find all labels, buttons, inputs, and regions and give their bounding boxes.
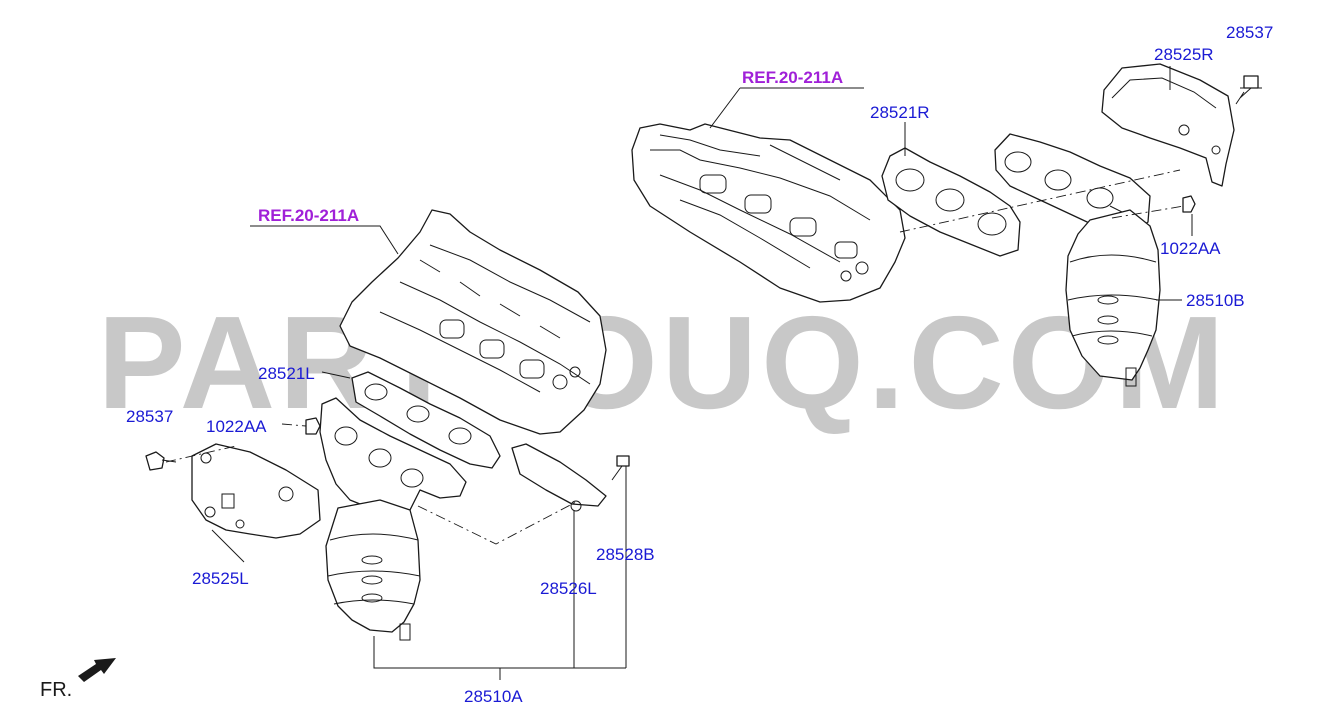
centerline-bracket [417, 501, 577, 545]
leader-catalytic-left [373, 636, 626, 680]
arrow-front-icon [78, 658, 116, 682]
bracket-left[interactable] [511, 443, 607, 512]
leader-heat-shield-left [211, 529, 245, 563]
heat-shield-right[interactable] [1101, 63, 1235, 187]
catalytic-converter-left[interactable] [325, 499, 421, 641]
bolt-left[interactable] [145, 451, 177, 471]
nut-left[interactable] [305, 417, 321, 435]
bracket-bolt[interactable] [611, 455, 630, 481]
ref-label-left[interactable]: REF.20-211A [258, 206, 359, 225]
cylinder-head-left[interactable] [339, 209, 607, 435]
cylinder-head-upper[interactable] [631, 123, 906, 303]
part-label-28510B[interactable]: 28510B [1186, 291, 1245, 310]
catalytic-converter-right[interactable] [1065, 209, 1161, 387]
leader-ref-left [250, 225, 399, 255]
front-orientation-label: FR. [40, 679, 72, 701]
ref-label-upper[interactable]: REF.20-211A [742, 68, 843, 87]
leader-ref-upper [709, 87, 864, 129]
nut-right[interactable] [1182, 195, 1196, 213]
part-label-28537-left[interactable]: 28537 [126, 407, 173, 426]
part-label-28526L[interactable]: 28526L [540, 579, 597, 598]
centerline-left-bolt [165, 445, 237, 463]
part-label-28510A[interactable]: 28510A [464, 687, 523, 706]
centerline-upper [899, 169, 1181, 233]
part-label-28528B[interactable]: 28528B [596, 545, 655, 564]
part-label-1022AA-right[interactable]: 1022AA [1160, 239, 1221, 258]
part-label-1022AA-left[interactable]: 1022AA [206, 417, 267, 436]
centerline-left-nut [281, 423, 307, 427]
gasket-left[interactable] [351, 371, 501, 469]
part-label-28525L[interactable]: 28525L [192, 569, 249, 588]
watermark: PARTSOUQ.COM [98, 289, 1229, 436]
bolt-right[interactable] [1235, 75, 1262, 105]
part-label-28521L[interactable]: 28521L [258, 364, 315, 383]
part-label-28521R[interactable]: 28521R [870, 103, 930, 122]
leader-gasket-left [321, 371, 351, 379]
exhaust-manifold-left[interactable] [319, 397, 467, 517]
part-label-28537-right[interactable]: 28537 [1226, 23, 1273, 42]
centerline-right-nut [1111, 205, 1185, 219]
heat-shield-left[interactable] [191, 443, 321, 539]
gasket-right[interactable] [881, 147, 1021, 257]
part-label-28525R[interactable]: 28525R [1154, 45, 1214, 64]
